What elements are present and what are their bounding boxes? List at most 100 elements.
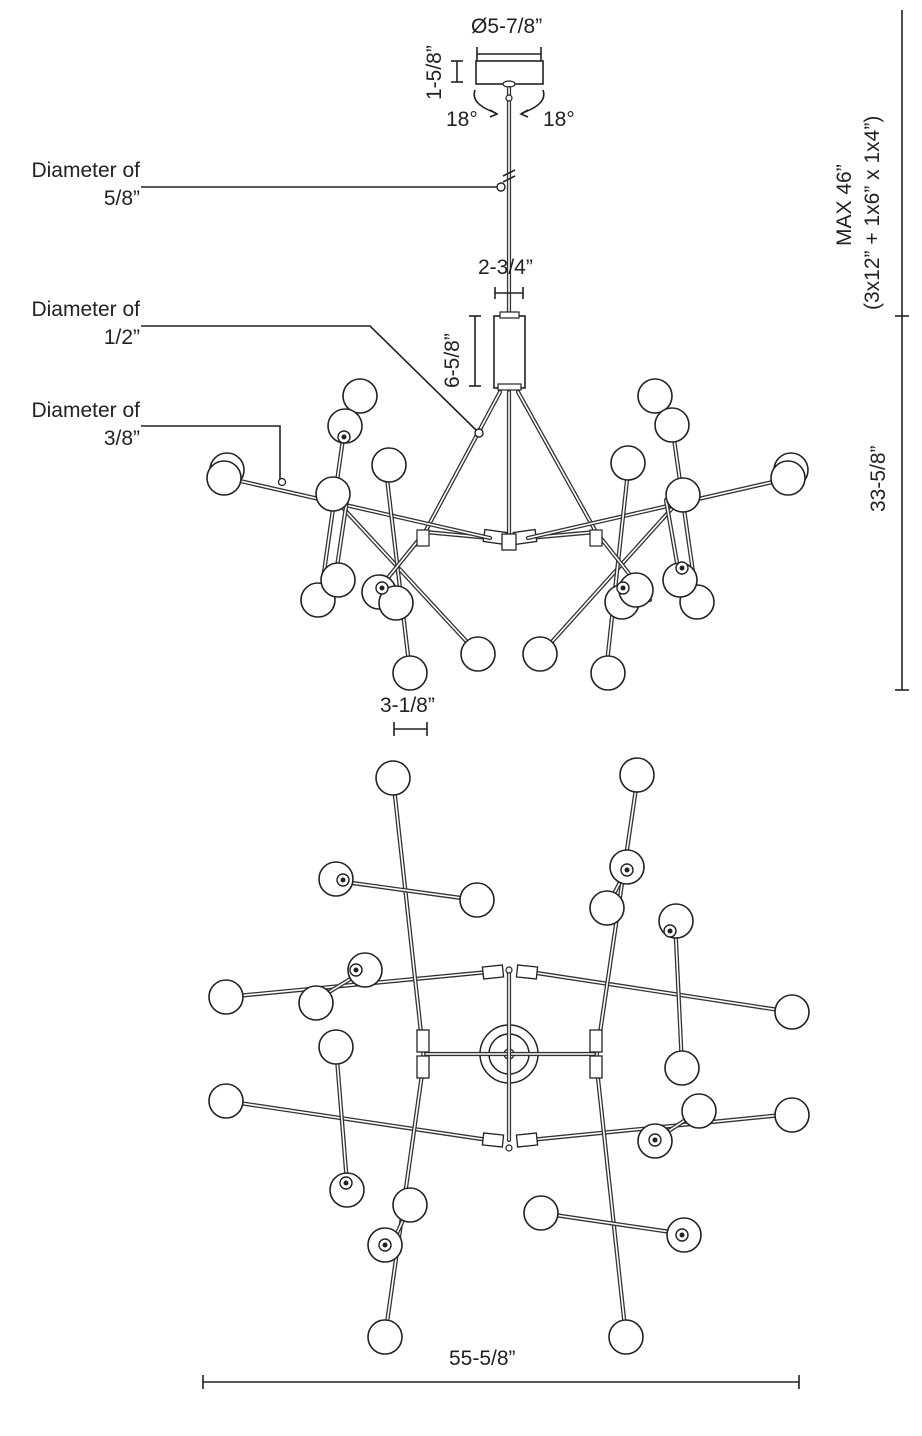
branch-diameter-label-line1: Diameter of <box>31 399 140 422</box>
plan-globe-24 <box>608 1319 644 1355</box>
elev-globe-23 <box>522 636 558 672</box>
plan-globe-6 <box>589 890 625 926</box>
canopy-height-label: 1-5/8” <box>423 45 446 100</box>
elev-globe-5 <box>315 476 351 512</box>
elev-globe-8 <box>320 562 356 598</box>
elev-socket-4-dot <box>620 585 626 591</box>
plan-branch-1-inner <box>344 881 477 901</box>
elev-globe-16 <box>770 460 806 496</box>
branch-callout-leader <box>141 425 281 479</box>
arm-diameter-label-line1: Diameter of <box>31 298 140 321</box>
plan-socket-6-dot <box>652 1137 658 1143</box>
plan-socket-5-dot <box>343 1180 349 1186</box>
body-bottom <box>497 383 522 391</box>
elev-globe-11 <box>460 636 496 672</box>
plan-branch-3-inner <box>335 1046 348 1184</box>
plan-arm-right-down-inner <box>595 1059 627 1338</box>
plan-branch-8-inner <box>540 1212 685 1235</box>
plan-globe-18 <box>329 1172 365 1208</box>
plan-globe-15 <box>681 1093 717 1129</box>
swivel-right-arrow <box>519 109 529 118</box>
plan-globe-3 <box>318 861 354 897</box>
plan-globe-12 <box>318 1029 354 1065</box>
plan-socket-8-dot <box>679 1232 685 1238</box>
elev-globe-14 <box>654 407 690 443</box>
max-height-label: MAX 46” <box>833 164 856 246</box>
plan-nub-bottom <box>505 1144 513 1152</box>
elev-arm-right-inner <box>517 391 597 533</box>
plan-sleeve-top-left <box>481 964 505 980</box>
elev-branch-r4-inner <box>605 461 630 673</box>
elev-branch-r2-inner <box>539 494 685 656</box>
elev-socket-3-dot <box>679 565 685 571</box>
plan-branch-6-inner <box>674 919 683 1067</box>
fixture-body-and-dimension-lines <box>141 10 909 1389</box>
plan-sleeve-right-top <box>589 1029 603 1053</box>
plan-arm-left-up-inner <box>392 777 425 1061</box>
plan-sleeve-left-bottom <box>416 1055 430 1079</box>
plan-sleeve-top-right <box>515 964 539 980</box>
fixture-body <box>493 315 526 389</box>
arm-callout-dot <box>474 428 484 438</box>
elev-branch-l2-inner <box>330 494 480 656</box>
elev-globe-4 <box>206 460 242 496</box>
elev-branch-r1-inner <box>527 477 791 539</box>
plan-arms <box>223 772 795 1340</box>
plan-socket-4-dot <box>667 928 673 934</box>
stem-joint <box>505 94 513 102</box>
plan-sleeve-bottom-right <box>515 1132 539 1148</box>
plan-globe-9 <box>298 985 334 1021</box>
canopy-diameter-label: Ø5-7/8” <box>471 15 543 38</box>
branch-diameter-label-line2: 3/8” <box>103 427 140 450</box>
elev-globe-1 <box>342 378 378 414</box>
elev-globe-12 <box>392 655 428 691</box>
plan-arm-bottom-left-inner <box>225 1100 489 1141</box>
branch-callout-dot <box>277 477 287 487</box>
plan-socket-2-dot <box>624 867 630 873</box>
plan-globe-2 <box>619 757 655 793</box>
stem-config-label: (3x12” + 1x6” x 1x4”) <box>861 115 884 310</box>
body-height-label: 6-5/8” <box>441 333 464 388</box>
elev-globe-13 <box>637 378 673 414</box>
elevation-globes <box>206 378 809 691</box>
plan-globe-5 <box>459 882 495 918</box>
swivel-right-label: 18° <box>543 108 575 131</box>
plan-globe-11 <box>774 994 810 1030</box>
plan-socket-1-dot <box>340 877 346 883</box>
elev-arm-left-inner <box>424 391 501 533</box>
plan-sleeve-left-top <box>416 1029 430 1053</box>
elev-globe-6 <box>371 447 407 483</box>
plan-socket-3-dot <box>353 967 359 973</box>
stem-break-2 <box>502 175 516 183</box>
plan-globe-14 <box>208 1083 244 1119</box>
elevation-arms <box>224 389 793 675</box>
elev-globe-24 <box>590 655 626 691</box>
rod-diameter-label-line1: Diameter of <box>31 159 140 182</box>
arm-callout-leader <box>141 325 477 431</box>
plan-globes <box>208 757 810 1355</box>
elev-globe-18 <box>610 445 646 481</box>
swivel-left-arrow <box>489 109 499 118</box>
elev-socket-1-dot <box>341 434 347 440</box>
swivel-left-label: 18° <box>446 108 478 131</box>
elev-hub-center <box>501 533 517 551</box>
body-width-label: 2-3/4” <box>478 256 533 279</box>
globe-diameter-label: 3-1/8” <box>380 694 435 717</box>
plan-globe-16 <box>774 1097 810 1133</box>
plan-globe-19 <box>392 1187 428 1223</box>
rod-callout-dot <box>496 182 506 192</box>
plan-sleeve-right-bottom <box>589 1055 603 1079</box>
elev-joint-right <box>589 529 603 547</box>
plan-socket-7-dot <box>382 1242 388 1248</box>
rod-diameter-label-line2: 5/8” <box>103 187 140 210</box>
elev-globe-17 <box>665 477 701 513</box>
plan-sleeve-bottom-left <box>481 1132 505 1148</box>
plan-globe-10 <box>347 952 383 988</box>
plan-globe-1 <box>375 760 411 796</box>
elev-socket-2-dot <box>379 585 385 591</box>
swivel-right-arc <box>521 89 545 114</box>
elev-joint-left <box>416 529 430 547</box>
stem-break-1 <box>502 169 516 177</box>
elev-globe-10 <box>378 585 414 621</box>
